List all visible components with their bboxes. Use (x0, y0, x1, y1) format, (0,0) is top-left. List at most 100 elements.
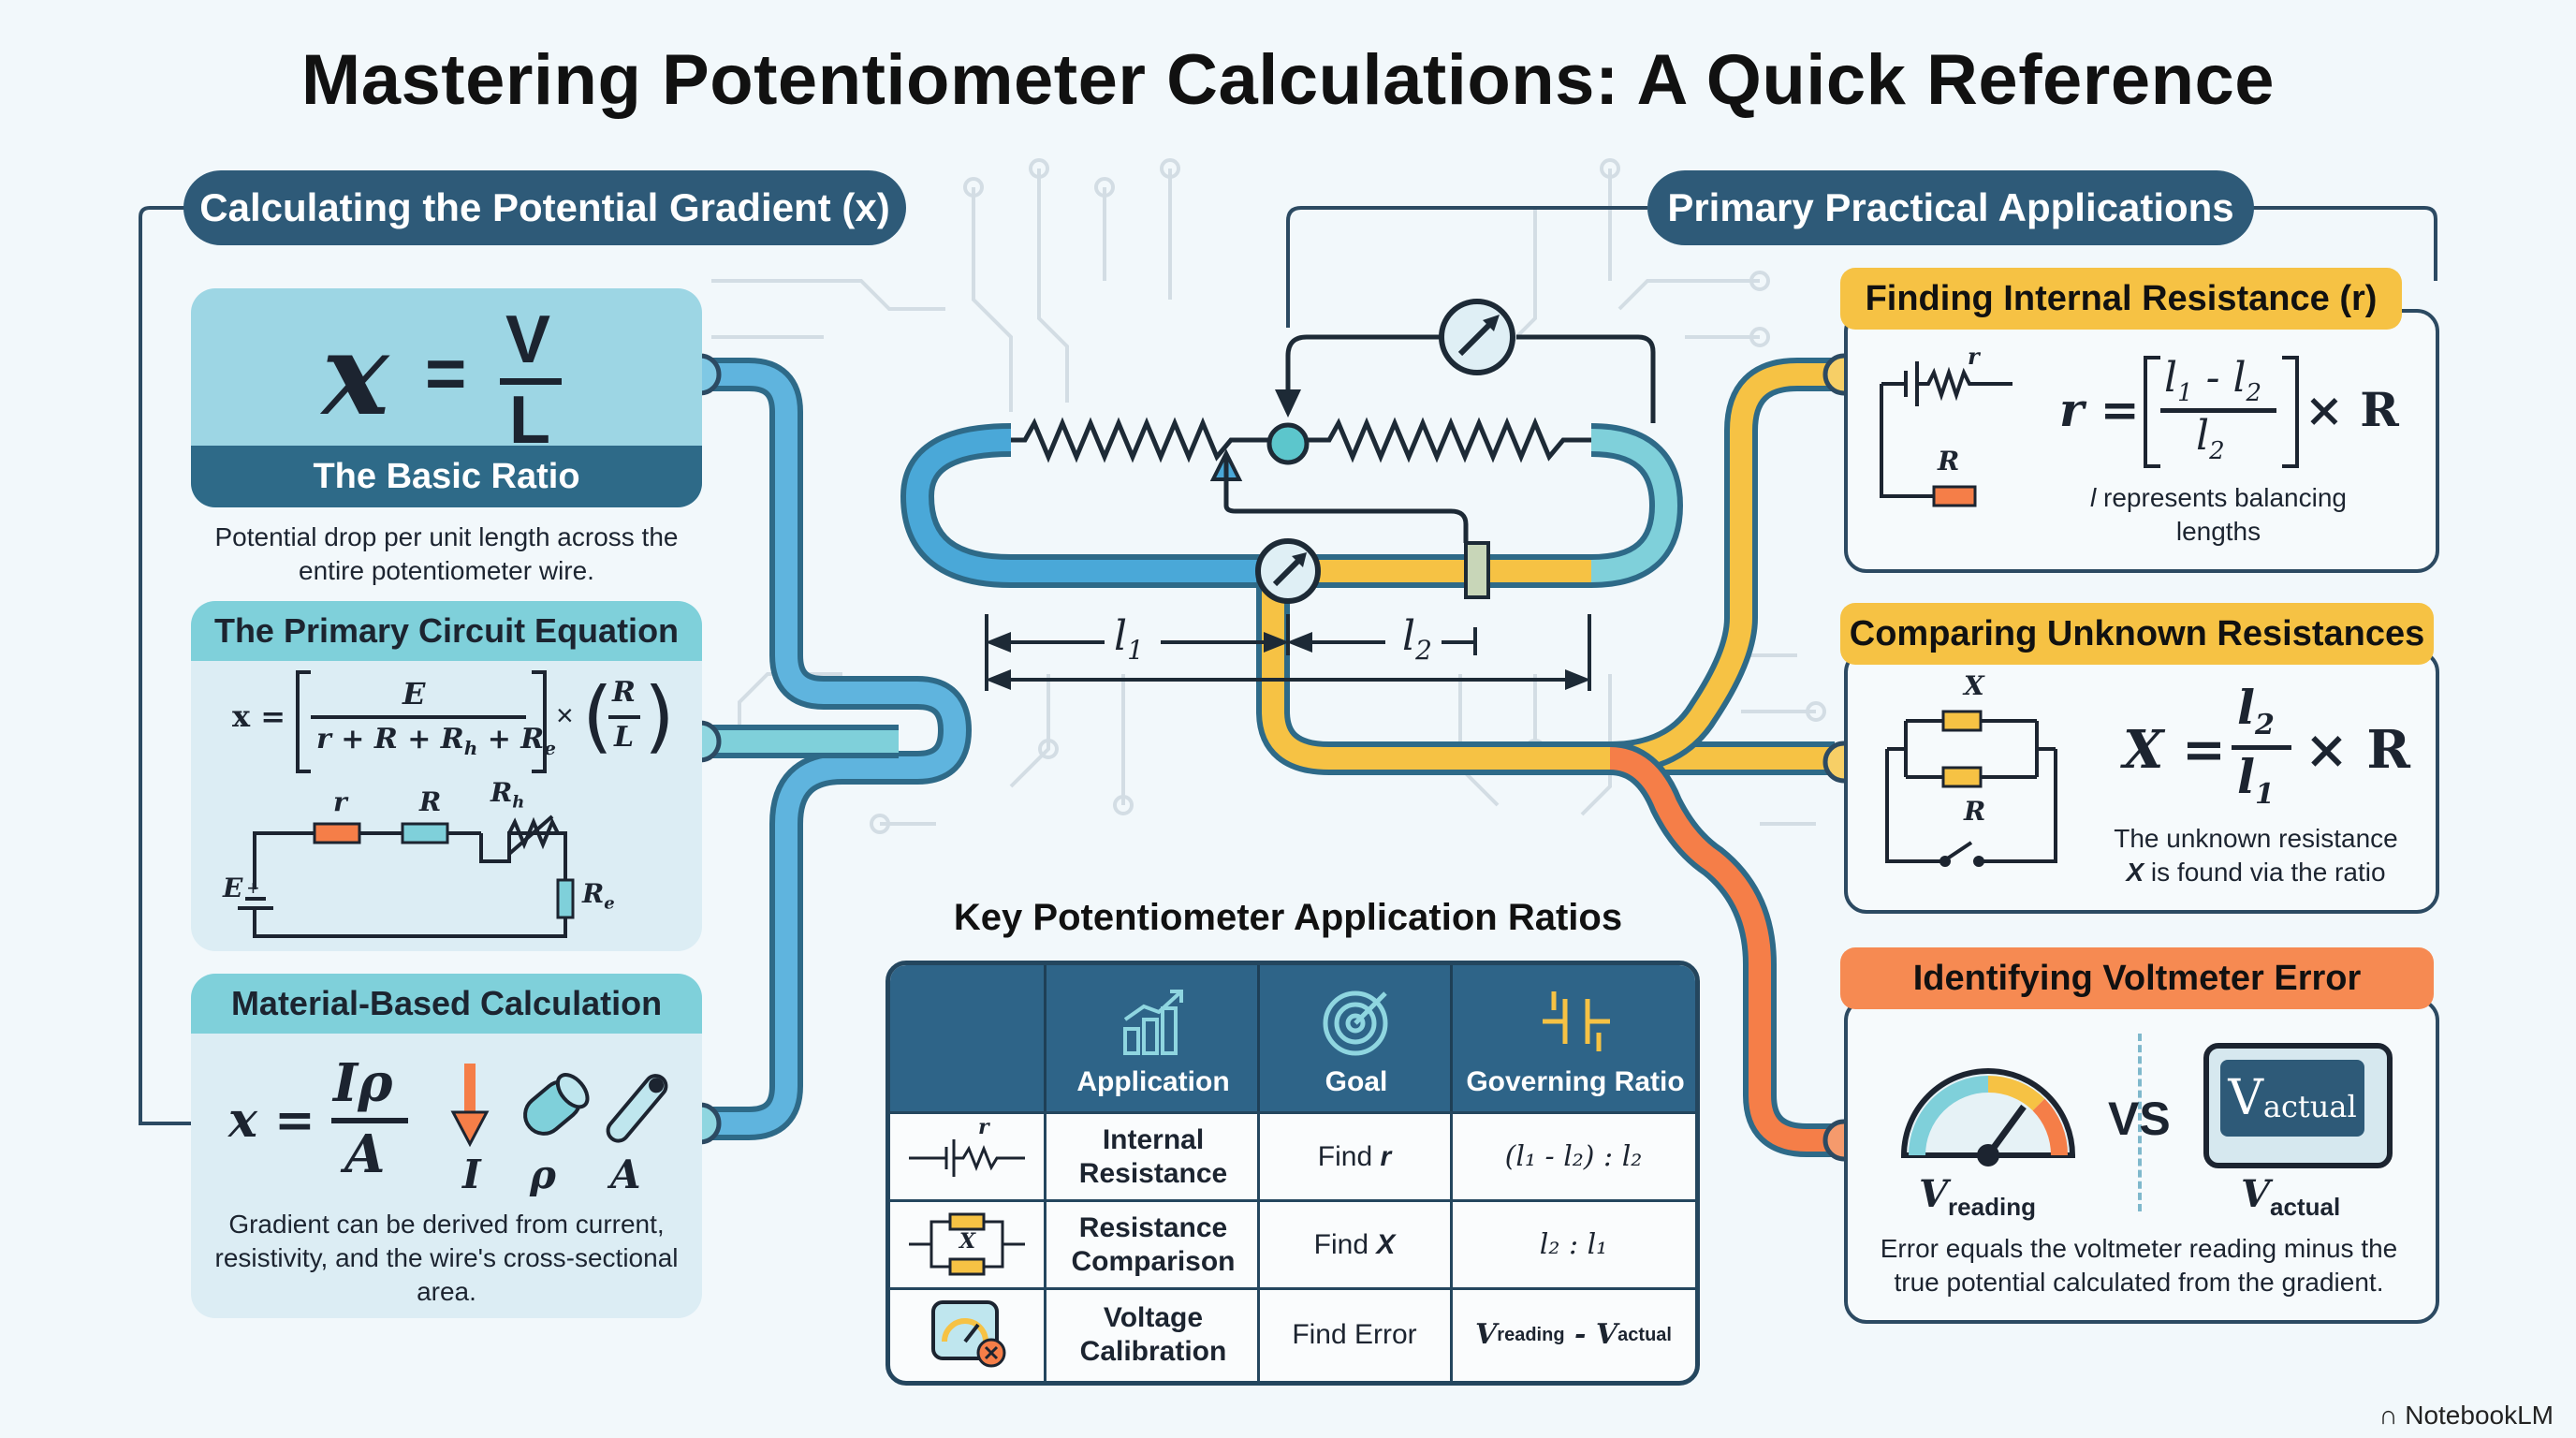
internal-resistance-schematic (1880, 361, 2012, 507)
material-lhs: x = (228, 1092, 315, 1149)
row3-application: Voltage Calibration (1079, 1302, 1227, 1367)
material-description: Gradient can be derived from current, re… (214, 1210, 679, 1306)
compare-denominator: l1 (2237, 749, 2275, 811)
table-col-divider-2 (1257, 1111, 1260, 1381)
v-actual-label: Vactual (2241, 1172, 2340, 1222)
circuit-label-rh-sub: h (512, 792, 525, 813)
internal-note: l represents balancing lengths (2069, 481, 2368, 549)
compare-note-x: X (2126, 858, 2144, 887)
basic-ratio-label: The Basic Ratio (191, 446, 702, 507)
row1-goal-var: r (1380, 1141, 1392, 1172)
header-goal-label: Goal (1325, 1066, 1388, 1097)
vs-divider (2138, 1034, 2142, 1211)
table-col-divider-1 (1044, 1111, 1046, 1381)
length-l2-label: l2 (1402, 612, 1432, 666)
internal-lhs: r = (2059, 382, 2140, 437)
circuit-schematic: + (238, 814, 575, 938)
svg-text:+: + (247, 876, 259, 900)
internal-num-a: l (2164, 354, 2178, 402)
l2-base: l (1402, 612, 1416, 660)
row2-icon-label: X (959, 1229, 976, 1254)
basic-ratio-card: x = V L The Basic Ratio (191, 288, 702, 507)
brand-text: NotebookLM (2405, 1401, 2554, 1430)
internal-label-r: r (1968, 343, 1980, 370)
header-application-label: Application (1076, 1066, 1230, 1097)
internal-label-R: R (1938, 446, 1960, 477)
compare-den-base: l (2237, 749, 2255, 804)
row3-goal: Find Error (1292, 1319, 1417, 1350)
row1-goal: Find r (1261, 1117, 1448, 1197)
material-icon-I: I (462, 1152, 481, 1197)
voltmeter-vs-label: VS (2108, 1093, 2171, 1145)
v-actual-screen-sub: actual (2262, 1089, 2357, 1124)
row3-ratio-a-sub: reading (1497, 1325, 1565, 1345)
material-heading: Material-Based Calculation (191, 974, 702, 1034)
circuit-label-E: E (223, 873, 243, 903)
v-reading-base: V (1919, 1172, 1949, 1216)
ratios-table: Application Goal Governing Ratio r Inter… (886, 961, 1700, 1386)
internal-den-base: l (2196, 412, 2210, 460)
internal-note-text: represents balancing lengths (2096, 483, 2347, 546)
compare-rhs: × R (2305, 719, 2410, 781)
table-header-ratio: Governing Ratio (1450, 965, 1695, 1111)
circuit-r-den: L (614, 721, 635, 754)
internal-denominator: l2 (2196, 412, 2225, 465)
row3-ratio-a: V (1475, 1318, 1498, 1351)
brand-icon: ∩ (2378, 1401, 2398, 1430)
compare-label-X: X (1964, 670, 1984, 701)
circuit-denominator: r + R + Rh + Re (316, 723, 556, 759)
voltmeter-description: Error equals the voltmeter reading minus… (1880, 1234, 2398, 1297)
v-reading-sub: reading (1948, 1193, 2036, 1221)
internal-bracket-right (2282, 356, 2299, 468)
material-numerator: Iρ (333, 1052, 393, 1114)
circuit-label-re-sub: e (604, 893, 615, 914)
voltmeter-error-heading: Identifying Voltmeter Error (1840, 947, 2434, 1009)
internal-resistance-box (1844, 309, 2439, 573)
table-header-goal: Goal (1257, 965, 1453, 1111)
basic-formula-numerator: V (505, 302, 551, 377)
row2-application: Resistance Comparison (1071, 1212, 1236, 1277)
basic-ratio-description: Potential drop per unit length across th… (214, 522, 679, 585)
l1-sub: 1 (1127, 634, 1144, 666)
circuit-label-re-base: R (582, 878, 605, 909)
table-title: Key Potentiometer Application Ratios (953, 897, 1623, 938)
left-section-pill: Calculating the Potential Gradient (x) (183, 170, 906, 245)
row2-goal: Find X (1261, 1205, 1448, 1285)
circuit-den-h: h (463, 737, 478, 759)
basic-formula-equals: = (425, 334, 467, 414)
row3-ratio-b-sub: actual (1617, 1325, 1672, 1345)
right-section-pill: Primary Practical Applications (1647, 170, 2254, 245)
material-icons (450, 1064, 668, 1148)
compare-resistance-schematic (1885, 710, 2057, 867)
circuit-fraction-bar (311, 715, 526, 719)
compare-note-2: X is found via the ratio (2087, 856, 2424, 889)
voltmeter-gauge-icon (1900, 1068, 2076, 1167)
circuit-den-e: e (544, 737, 556, 759)
internal-rhs: × R (2305, 382, 2399, 437)
row3-voltmeter-error-icon (931, 1300, 1006, 1368)
internal-bar (2160, 408, 2276, 413)
compare-resistance-heading: Comparing Unknown Resistances (1840, 603, 2434, 665)
table-col-divider-3 (1450, 1111, 1453, 1381)
table-header-application: Application (1044, 965, 1260, 1111)
brand-label: ∩ NotebookLM (2378, 1401, 2554, 1431)
circuit-label-rh-base: R (490, 777, 513, 808)
l1-base: l (1114, 612, 1128, 660)
circuit-equation-heading: The Primary Circuit Equation (191, 601, 702, 661)
v-actual-base: V (2241, 1172, 2271, 1216)
compare-numerator: l2 (2237, 680, 2275, 741)
circuit-label-R: R (419, 786, 442, 817)
circuit-den-a: r + R + R (316, 723, 464, 756)
v-actual-sub: actual (2270, 1193, 2341, 1221)
internal-num-a-sub: 1 (2177, 378, 2193, 407)
circuit-label-Re: Re (582, 878, 615, 914)
internal-bracket-left (2144, 356, 2160, 468)
circuit-switch-icon (1543, 991, 1610, 1051)
material-bar (331, 1118, 408, 1123)
basic-formula-lhs: x (322, 309, 389, 441)
internal-num-mid: - l (2192, 354, 2247, 402)
circuit-equation-card: The Primary Circuit Equation x = E r + R… (191, 601, 702, 951)
material-icon-A: A (610, 1152, 641, 1197)
